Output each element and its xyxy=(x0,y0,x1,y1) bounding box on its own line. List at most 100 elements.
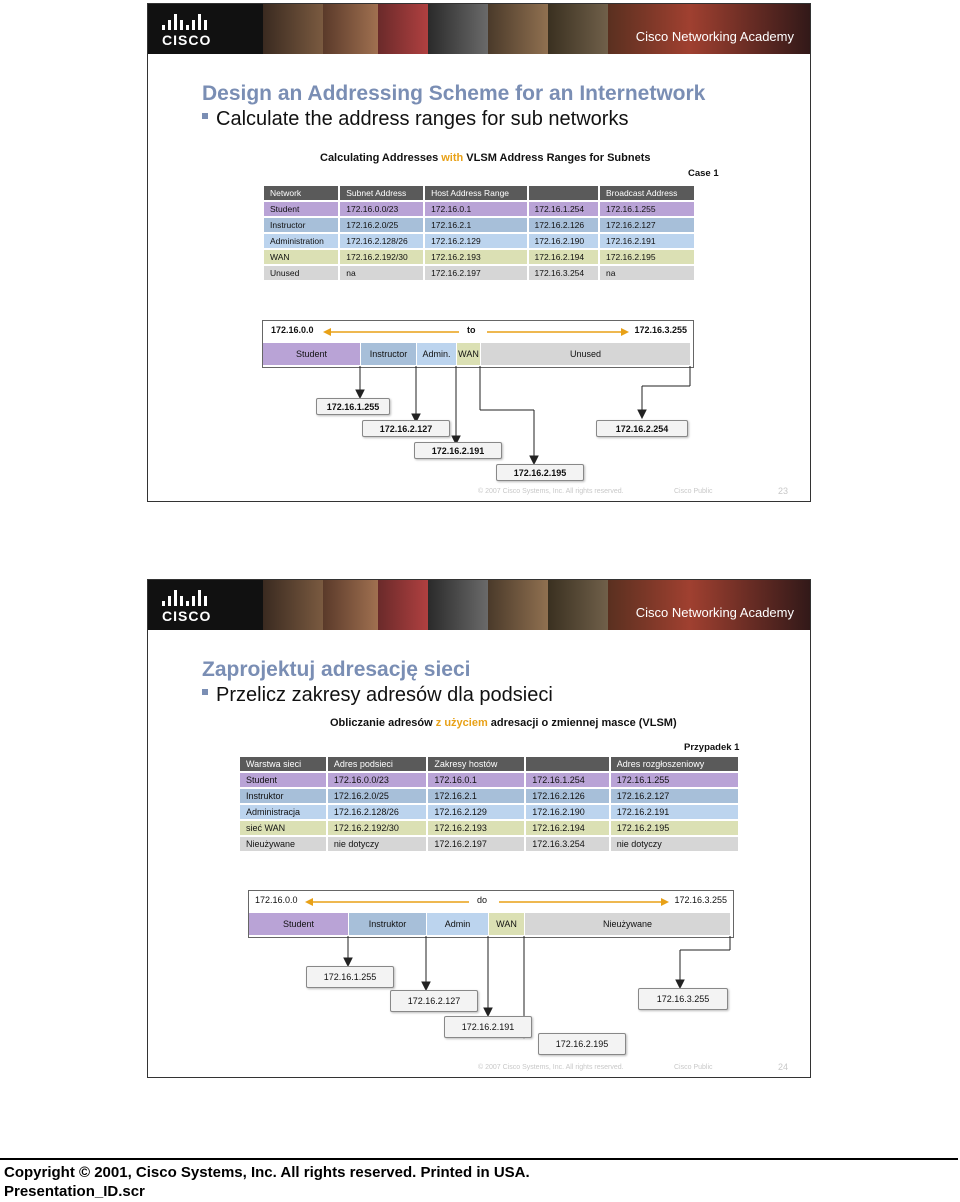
table-cell: 172.16.3.254 xyxy=(528,266,598,280)
table-cell: 172.16.0.1 xyxy=(428,773,525,787)
academy-wordmark: Cisco Networking Academy xyxy=(635,605,794,620)
figure-title-highlight: z użyciem xyxy=(435,717,488,729)
slide-public-label: Cisco Public xyxy=(674,1064,713,1071)
table-cell: sieć WAN xyxy=(240,821,326,835)
banner-photo xyxy=(548,580,608,630)
table-cell: 172.16.1.255 xyxy=(610,773,738,787)
segment-wan: WAN xyxy=(457,343,481,365)
column-header: Network xyxy=(264,186,339,200)
column-header: Subnet Address xyxy=(340,186,424,200)
table-cell: 172.16.2.0/25 xyxy=(340,218,424,232)
figure-title: Calculating Addresses with VLSM Address … xyxy=(320,152,651,164)
table-cell: 172.16.2.129 xyxy=(425,234,527,248)
banner-photo xyxy=(323,580,378,630)
segment-unused: Unused xyxy=(481,343,691,365)
table-cell: 172.16.2.192/30 xyxy=(340,250,424,264)
segment-instructor: Instruktor xyxy=(349,913,427,935)
range-end: 172.16.3.255 xyxy=(634,325,687,335)
table-cell: nie dotyczy xyxy=(327,837,427,851)
slide-copyright: © 2007 Cisco Systems, Inc. All rights re… xyxy=(478,1064,624,1071)
figure-title-text: Calculating Addresses xyxy=(320,152,442,164)
callout-address: 172.16.2.195 xyxy=(538,1033,626,1055)
bullet-text: Przelicz zakresy adresów dla podsieci xyxy=(216,684,553,706)
table-cell: Unused xyxy=(264,266,339,280)
table-header-row: Warstwa sieci Adres podsieci Zakresy hos… xyxy=(240,757,738,771)
table-cell: 172.16.2.128/26 xyxy=(340,234,424,248)
cisco-logo: CISCO xyxy=(148,580,263,630)
range-end: 172.16.3.255 xyxy=(674,895,727,905)
table-cell: 172.16.2.193 xyxy=(425,250,527,264)
slide-number: 23 xyxy=(777,486,788,496)
callout-address: 172.16.2.195 xyxy=(496,464,584,481)
table-cell: 172.16.2.129 xyxy=(428,805,525,819)
range-bar: 172.16.0.0 do 172.16.3.255 Student Instr… xyxy=(248,890,734,938)
range-to: to xyxy=(467,325,476,335)
academy-wordmark: Cisco Networking Academy xyxy=(635,29,794,44)
table-cell: 172.16.2.1 xyxy=(428,789,525,803)
table-cell: 172.16.2.197 xyxy=(425,266,527,280)
segment-wan: WAN xyxy=(489,913,525,935)
table-cell: WAN xyxy=(264,250,339,264)
table-cell: 172.16.3.254 xyxy=(526,837,609,851)
table-cell: Administracja xyxy=(240,805,326,819)
segment-student: Student xyxy=(263,343,361,365)
banner-photo xyxy=(488,4,548,54)
cisco-bars-icon xyxy=(162,590,210,606)
range-start: 172.16.0.0 xyxy=(271,325,314,335)
slide-bullet: Przelicz zakresy adresów dla podsieci xyxy=(202,684,553,707)
slide-23: CISCO Cisco Networking Academy Design an… xyxy=(147,3,811,502)
table-cell: 172.16.2.194 xyxy=(526,821,609,835)
table-cell: 172.16.2.194 xyxy=(528,250,598,264)
banner-photo xyxy=(428,580,488,630)
cisco-bars-icon xyxy=(162,14,210,30)
callout-address: 172.16.2.191 xyxy=(414,442,502,459)
cisco-logo: CISCO xyxy=(148,4,263,54)
presentation-id: Presentation_ID.scr xyxy=(4,1183,145,1200)
figure-title-text: adresacji o zmiennej masce (VLSM) xyxy=(487,717,677,729)
bullet-square-icon xyxy=(202,112,208,119)
table-cell: 172.16.1.254 xyxy=(526,773,609,787)
table-cell: 172.16.2.190 xyxy=(528,234,598,248)
column-header: Zakresy hostów xyxy=(428,757,525,771)
table-cell: 172.16.0.0/23 xyxy=(340,202,424,216)
banner-photo xyxy=(608,4,810,54)
table-cell: 172.16.1.254 xyxy=(528,202,598,216)
column-header: Adres podsieci xyxy=(327,757,427,771)
bullet-square-icon xyxy=(202,688,208,695)
table-cell: 172.16.2.127 xyxy=(599,218,694,232)
table-cell: Nieużywane xyxy=(240,837,326,851)
banner-photo xyxy=(263,580,323,630)
column-header: Adres rozgłoszeniowy xyxy=(610,757,738,771)
table-cell: 172.16.2.193 xyxy=(428,821,525,835)
slide-banner: CISCO Cisco Networking Academy xyxy=(148,4,810,54)
segment-admin: Admin. xyxy=(417,343,457,365)
table-cell: Administration xyxy=(264,234,339,248)
column-header xyxy=(528,186,598,200)
table-cell: Instruktor xyxy=(240,789,326,803)
figure-title-highlight: with xyxy=(441,152,464,164)
slide-title: Zaprojektuj adresację sieci xyxy=(202,658,471,681)
address-range-diagram: 172.16.0.0 to 172.16.3.255 Student Instr… xyxy=(262,320,694,481)
table-cell: 172.16.2.195 xyxy=(610,821,738,835)
table-header-row: Network Subnet Address Host Address Rang… xyxy=(264,186,694,200)
range-arrow-icon xyxy=(305,898,669,906)
banner-photo xyxy=(263,4,323,54)
callout-address: 172.16.1.255 xyxy=(306,966,394,988)
table-cell: 172.16.2.191 xyxy=(610,805,738,819)
figure-title-text: VLSM Address Ranges for Subnets xyxy=(463,152,651,164)
column-header: Host Address Range xyxy=(425,186,527,200)
slide-banner: CISCO Cisco Networking Academy xyxy=(148,580,810,630)
table-cell: 172.16.2.197 xyxy=(428,837,525,851)
table-cell: Student xyxy=(240,773,326,787)
banner-photo xyxy=(378,580,428,630)
table-cell: 172.16.2.127 xyxy=(610,789,738,803)
page-copyright: Copyright © 2001, Cisco Systems, Inc. Al… xyxy=(4,1164,530,1181)
slide-number: 24 xyxy=(777,1062,788,1072)
table-cell: 172.16.2.128/26 xyxy=(327,805,427,819)
table-cell: 172.16.0.0/23 xyxy=(327,773,427,787)
vlsm-table: Network Subnet Address Host Address Rang… xyxy=(262,184,696,282)
banner-photo xyxy=(378,4,428,54)
